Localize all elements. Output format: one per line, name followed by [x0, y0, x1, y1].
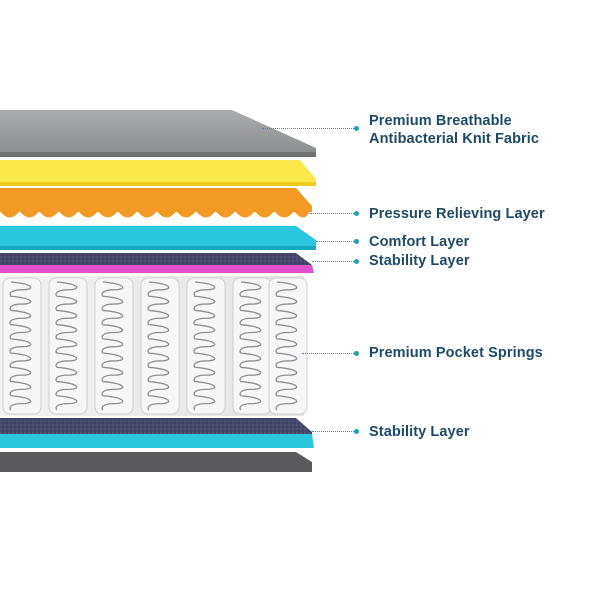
spring-coil — [275, 281, 298, 411]
springs-group — [2, 277, 308, 415]
spring-pocket — [140, 277, 180, 415]
gel-foam-layer — [0, 160, 316, 186]
label-stability-layer-top: Stability Layer — [369, 253, 470, 269]
fabric-layer — [0, 110, 316, 157]
leader-line-springs — [302, 353, 356, 354]
spring-pocket — [2, 277, 42, 415]
leader-dot-springs — [354, 351, 359, 356]
pressure-relieving-layer — [0, 188, 312, 218]
leader-line-comfort — [316, 241, 356, 242]
pocket-springs-block — [0, 276, 308, 416]
label-pressure-relieving-layer: Pressure Relieving Layer — [369, 206, 545, 222]
spring-pocket — [268, 277, 308, 415]
leader-dot-stability-top — [354, 259, 359, 264]
spring-coil — [9, 281, 32, 411]
stability-layer-bottom — [0, 418, 314, 448]
leader-dot-stability-bottom — [354, 429, 359, 434]
base-layer — [0, 452, 312, 472]
egg-crate-wave — [0, 209, 310, 218]
spring-pocket — [48, 277, 88, 415]
spring-pocket — [186, 277, 226, 415]
leader-dot-fabric — [354, 126, 359, 131]
spring-coil — [239, 281, 262, 411]
spring-pocket — [94, 277, 134, 415]
label-knit-fabric: Premium Breathable Antibacterial Knit Fa… — [369, 113, 540, 147]
comfort-layer — [0, 226, 316, 250]
leader-line-stability-top — [312, 261, 356, 262]
leader-line-pressure — [310, 213, 356, 214]
spring-coil — [55, 281, 78, 411]
label-stability-layer-bottom: Stability Layer — [369, 424, 470, 440]
label-pocket-springs: Premium Pocket Springs — [369, 345, 543, 361]
spring-coil — [193, 281, 216, 411]
leader-dot-pressure — [354, 211, 359, 216]
leader-line-fabric — [262, 128, 356, 129]
spring-coil — [101, 281, 124, 411]
stability-layer-top — [0, 253, 314, 273]
spring-coil — [147, 281, 170, 411]
leader-dot-comfort — [354, 239, 359, 244]
label-comfort-layer: Comfort Layer — [369, 234, 470, 250]
leader-line-stability-bottom — [312, 431, 356, 432]
spring-pocket — [232, 277, 272, 415]
